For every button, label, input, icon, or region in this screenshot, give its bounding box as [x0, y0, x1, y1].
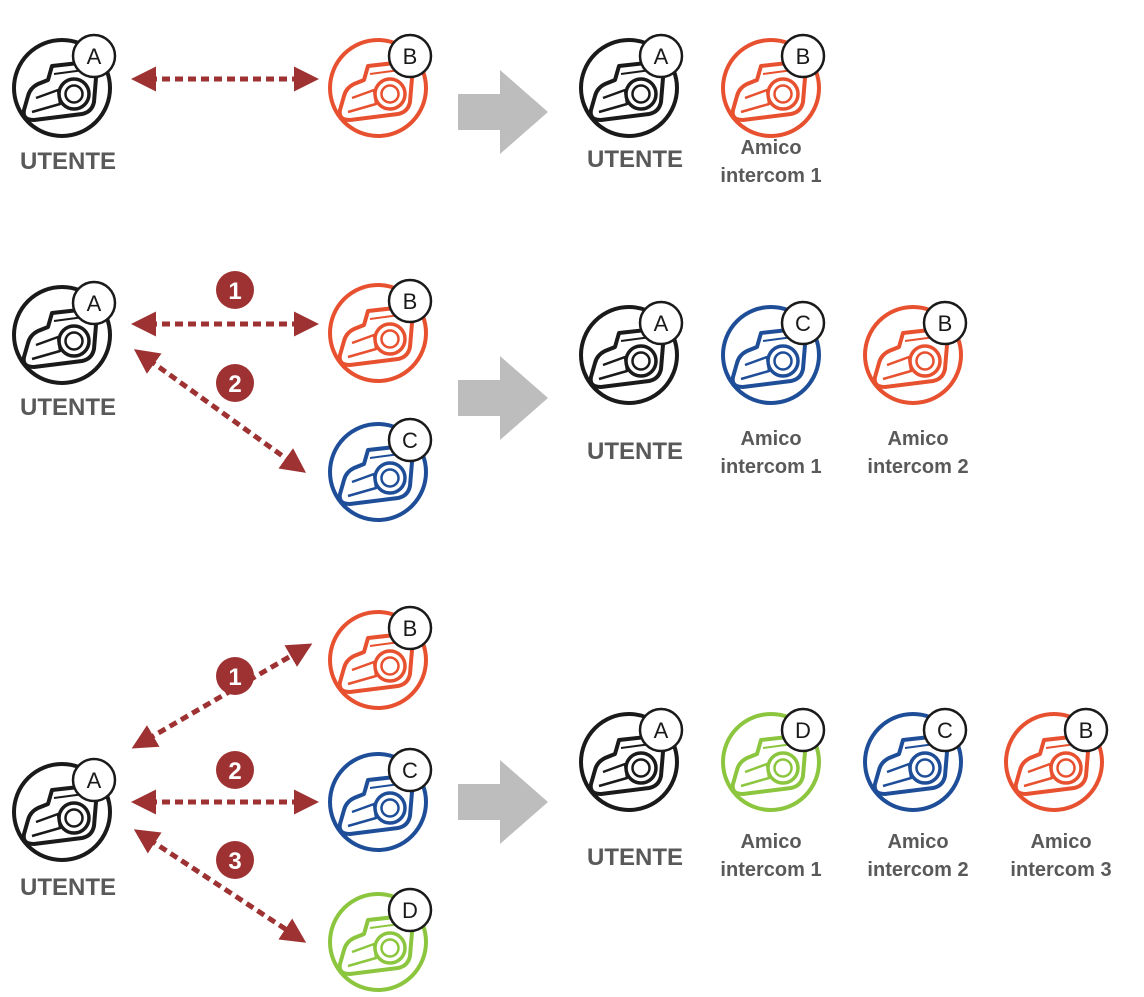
headset-b: B [328, 605, 433, 710]
step-badge-3: 3 [216, 841, 254, 879]
letter-badge: A [87, 291, 102, 316]
letter-badge: A [654, 44, 669, 69]
svg-text:1: 1 [228, 278, 241, 305]
letter-badge: D [795, 718, 811, 743]
svg-text:1: 1 [228, 664, 241, 691]
user-label: UTENTE [587, 146, 683, 173]
letter-badge: A [654, 311, 669, 336]
letter-badge: A [654, 718, 669, 743]
right-arrow-icon [458, 70, 548, 154]
headset-d: D [721, 707, 826, 812]
headset-c: C [863, 707, 968, 812]
headset-a: A [579, 300, 684, 405]
step-badge-1: 1 [216, 271, 254, 309]
user-label: UTENTE [20, 874, 116, 901]
user-label: UTENTE [20, 394, 116, 421]
letter-badge: C [402, 758, 418, 783]
headset-b: B [863, 300, 968, 405]
step-badge-2: 2 [216, 364, 254, 402]
headset-a: A [579, 33, 684, 138]
headset-c: C [721, 300, 826, 405]
headset-a: A [12, 757, 117, 862]
step-badge-2: 2 [216, 751, 254, 789]
headset-a: A [12, 33, 117, 138]
headset-c: C [328, 417, 433, 522]
svg-text:2: 2 [228, 371, 241, 398]
letter-badge: B [403, 616, 418, 641]
right-arrow-icon [458, 356, 548, 440]
headset-b: B [328, 33, 433, 138]
link-arrow-a-c [133, 349, 307, 473]
headset-c: C [328, 747, 433, 852]
letter-badge: B [796, 44, 811, 69]
headset-b: B [721, 33, 826, 138]
letter-badge: C [937, 718, 953, 743]
letter-badge: C [402, 428, 418, 453]
headset-b: B [328, 278, 433, 383]
letter-badge: A [87, 44, 102, 69]
letter-badge: B [938, 311, 953, 336]
user-label: UTENTE [20, 148, 116, 175]
letter-badge: B [403, 44, 418, 69]
letter-badge: C [795, 311, 811, 336]
headset-d: D [328, 887, 433, 992]
letter-badge: A [87, 768, 102, 793]
svg-text:3: 3 [228, 848, 241, 875]
headset-b: B [1004, 707, 1109, 812]
headset-a: A [579, 707, 684, 812]
letter-badge: B [403, 289, 418, 314]
user-label: UTENTE [587, 844, 683, 871]
right-arrow-icon [458, 760, 548, 844]
svg-text:2: 2 [228, 758, 241, 785]
link-arrow-a-d [133, 829, 307, 943]
headset-a: A [12, 280, 117, 385]
step-badge-1: 1 [216, 657, 254, 695]
user-label: UTENTE [587, 438, 683, 465]
letter-badge: D [402, 898, 418, 923]
link-arrow-a-b [131, 643, 313, 749]
letter-badge: B [1079, 718, 1094, 743]
